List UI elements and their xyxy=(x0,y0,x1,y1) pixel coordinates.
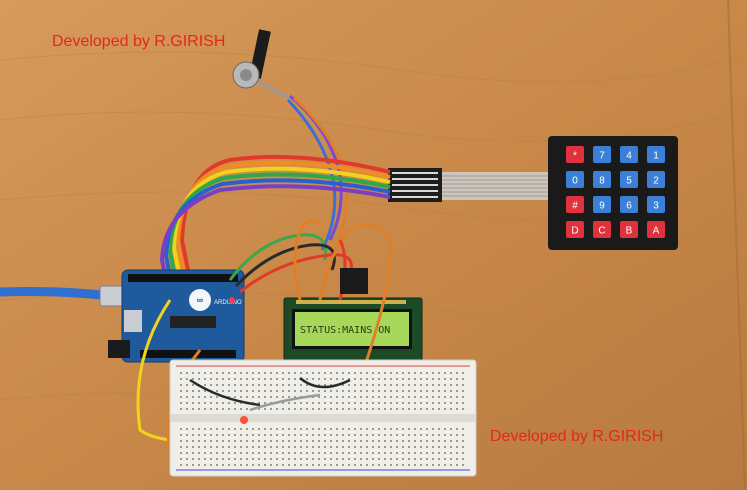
keypad-key xyxy=(566,196,584,213)
keypad-key xyxy=(647,221,665,238)
keypad-ribbon-cable xyxy=(388,168,550,202)
keypad-key xyxy=(593,146,611,163)
breadboard xyxy=(169,359,477,477)
keypad-key-label: 0 xyxy=(572,176,578,187)
keypad-key xyxy=(593,221,611,238)
keypad-key-label: * xyxy=(573,151,577,162)
keypad-key xyxy=(620,171,638,188)
keypad-key xyxy=(593,171,611,188)
keypad-key-label: 6 xyxy=(626,201,632,212)
keypad-key-label: D xyxy=(571,226,578,237)
keypad-key xyxy=(620,221,638,238)
keypad-key xyxy=(647,196,665,213)
lcd-status-text: STATUS:MAINS ON xyxy=(300,325,390,336)
led xyxy=(240,416,248,424)
keypad-key-label: 8 xyxy=(599,176,605,187)
credit-text-bottom: Developed by R.GIRISH xyxy=(490,428,664,445)
keypad-key xyxy=(593,196,611,213)
arduino-board: ∞ ARDUINO xyxy=(108,269,245,363)
keypad-key-label: C xyxy=(598,226,605,237)
lcd-module: STATUS:MAINS ON xyxy=(283,297,423,361)
keypad-key xyxy=(647,146,665,163)
keypad-key xyxy=(620,196,638,213)
keypad-key-label: 2 xyxy=(653,176,659,187)
keypad-key-label: 5 xyxy=(626,176,632,187)
keypad-key-label: 7 xyxy=(599,151,605,162)
membrane-keypad: * 7 4 1 0 8 5 2 #9 6 3D C B A xyxy=(548,136,678,250)
keypad-key xyxy=(566,221,584,238)
keypad-key-label: A xyxy=(653,226,660,237)
keypad-key-label: 4 xyxy=(626,151,632,162)
keypad-key xyxy=(647,171,665,188)
keypad-key xyxy=(566,146,584,163)
keypad-key xyxy=(566,171,584,188)
keypad-key-label: 3 xyxy=(653,201,659,212)
keypad-key-label: 9 xyxy=(599,201,605,212)
keypad-key-label: # xyxy=(572,201,578,212)
lcd-screen xyxy=(295,312,409,346)
arduino-brand: ARDUINO xyxy=(214,300,242,306)
keypad-key-label: B xyxy=(626,226,633,237)
potentiometer xyxy=(232,29,291,100)
breadboard-wires xyxy=(189,377,351,412)
lcd-header-wires xyxy=(293,219,393,381)
svg-text:∞: ∞ xyxy=(197,295,204,305)
keypad-key xyxy=(620,146,638,163)
keypad-key-label: 1 xyxy=(653,151,659,162)
credit-text-top: Developed by R.GIRISH xyxy=(52,33,226,50)
jumper-wire-harness xyxy=(159,154,391,301)
